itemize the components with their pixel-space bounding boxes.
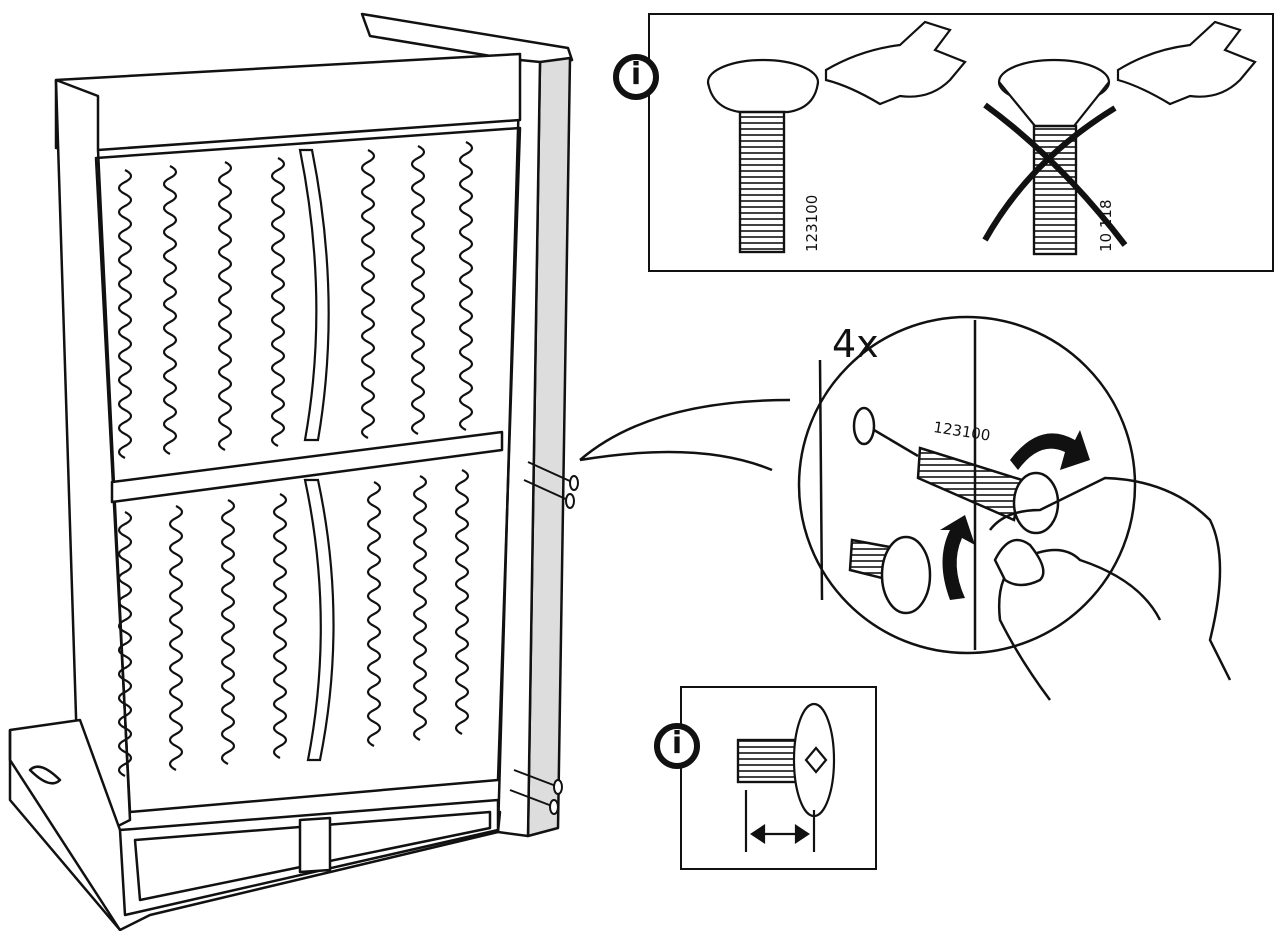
info-icon: i xyxy=(613,54,659,100)
info-panel-screw-identification xyxy=(648,13,1274,272)
quantity-label: 4x xyxy=(832,322,879,366)
center-strap xyxy=(298,148,335,762)
detail-callout xyxy=(579,315,1232,701)
info-panel-screw-length xyxy=(680,686,877,870)
info-icon-glyph: i xyxy=(671,726,683,761)
correct-screw-part-number: 123100 xyxy=(803,194,821,252)
info-icon: i xyxy=(654,723,700,769)
sofa-back-frame xyxy=(8,12,574,931)
info-bottom-illustration xyxy=(736,702,836,852)
seat-springs xyxy=(117,141,474,777)
info-icon-glyph: i xyxy=(630,57,642,92)
info-top-illustration xyxy=(706,20,1257,256)
frame-screws xyxy=(509,461,579,815)
wrong-screw-part-number: 10 118 xyxy=(1097,199,1115,253)
